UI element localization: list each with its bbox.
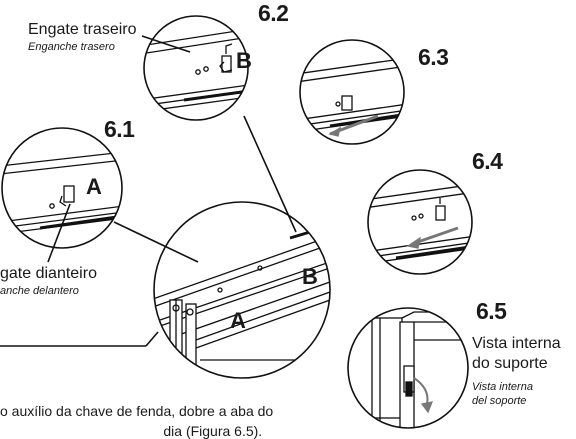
main-assembly-circle xyxy=(153,201,331,379)
marker-a-main: A xyxy=(230,308,246,333)
step-6-3-label: 6.3 xyxy=(418,44,449,70)
instruction-line-1: o auxílio da chave de fenda, dobre a aba… xyxy=(0,403,274,419)
step-6-2-label: 6.2 xyxy=(258,0,289,26)
rear-hook-label-pt: Engate traseiro xyxy=(28,21,137,38)
internal-view-label-pt-1: Vista interna xyxy=(472,335,561,352)
step-6-5-label: 6.5 xyxy=(476,298,507,324)
instruction-line-2: dia (Figura 6.5). xyxy=(0,423,263,439)
internal-view-label-es-1: Vista interna xyxy=(472,381,533,393)
step-6-1-label: 6.1 xyxy=(104,116,135,142)
assembly-diagram xyxy=(0,15,473,429)
internal-view-label-pt-2: do suporte xyxy=(472,355,548,372)
detail-circle-6-4 xyxy=(367,169,473,275)
marker-b-detail: B xyxy=(236,48,252,73)
detail-circle-6-5 xyxy=(347,307,469,429)
leader-lines xyxy=(0,35,297,347)
front-hook-label-es: anche delantero xyxy=(0,285,79,297)
rear-hook-label-es: Enganche trasero xyxy=(28,41,115,53)
step-6-4-label: 6.4 xyxy=(472,148,503,174)
detail-circle-6-3 xyxy=(299,39,405,145)
internal-view-label-es-2: del soporte xyxy=(472,395,527,407)
marker-b-main: B xyxy=(302,264,318,289)
detail-circle-6-1 xyxy=(1,127,123,249)
front-hook-label-pt: gate dianteiro xyxy=(0,265,97,282)
marker-a-detail: A xyxy=(86,174,102,199)
